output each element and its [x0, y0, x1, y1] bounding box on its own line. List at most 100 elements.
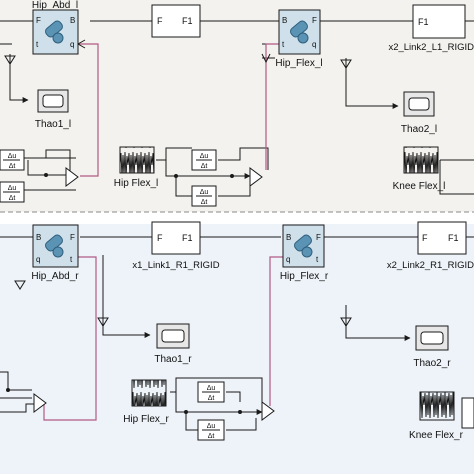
- bottom-link1-out: F1: [182, 233, 193, 243]
- top-mux-block-2[interactable]: [249, 167, 263, 187]
- top-hip-abd-torque-wire: [78, 43, 99, 177]
- bottom-mux-block-1[interactable]: [33, 393, 47, 413]
- top-scope-thao2[interactable]: Thao2_l: [401, 91, 437, 135]
- top-signal-knee-flex-label: Knee Flex_l: [393, 181, 446, 192]
- top-link2-block[interactable]: F1 x2_Link2_L1_RIGID: [388, 4, 474, 53]
- top-scope-thao2-label: Thao2_l: [401, 124, 437, 135]
- top-signal-hip-flex[interactable]: Hip Flex_l: [114, 146, 158, 189]
- top-derivative-block-2[interactable]: Δu Δt: [191, 185, 217, 207]
- top-hip-flex-t-in-port: [261, 53, 271, 64]
- bottom-hip-abd-port-t: t: [70, 255, 73, 264]
- revolute-joint-icon: [294, 234, 313, 258]
- bottom-hip-abd-port-b: B: [36, 233, 41, 242]
- top-branch-point: [174, 174, 178, 178]
- bottom-hip-flex-port-q: q: [286, 255, 290, 264]
- top-hip-abd-port-b: B: [70, 16, 75, 25]
- top-hip-abd-title: Hip_Abd_l: [32, 0, 78, 11]
- top-scope-thao1-label: Thao1_l: [35, 119, 71, 130]
- bottom-link2-label: x2_Link2_R1_RIGID: [387, 260, 474, 271]
- right-leg-subsystem-panel: [0, 224, 474, 474]
- bottom-wires: [0, 236, 474, 431]
- top-deriv2-num: Δu: [200, 189, 209, 196]
- top-hip-flex-label: Hip_Flex_l: [275, 58, 322, 69]
- top-deriv1-den: Δt: [201, 163, 208, 170]
- top-mux-block-1[interactable]: [65, 167, 79, 187]
- top-link2-in: F1: [418, 17, 429, 27]
- bottom-signal-knee-flex[interactable]: Knee Flex_r: [409, 391, 464, 441]
- top-scope-thao1[interactable]: Thao1_l: [35, 89, 71, 130]
- top-deriv2-den: Δt: [201, 199, 208, 206]
- bottom-thao1-in-port: [97, 317, 109, 327]
- top-deriv4-den: Δt: [9, 195, 16, 202]
- top-branch-point: [44, 173, 48, 177]
- top-hip-flex-port-b: B: [282, 16, 287, 25]
- bottom-scope-thao1-label: Thao1_r: [154, 354, 192, 365]
- bottom-hip-flex-joint-block[interactable]: B F q t Hip_Flex_r: [280, 224, 329, 282]
- bottom-hip-abd-q-out-port: [14, 280, 26, 290]
- top-hip-abd-q-out-port: [4, 55, 16, 65]
- bottom-hip-abd-port-q: q: [36, 255, 40, 264]
- revolute-joint-icon: [45, 234, 64, 258]
- bottom-hip-flex-label: Hip_Flex_r: [280, 271, 329, 282]
- top-hip-abd-port-t: t: [36, 40, 39, 49]
- bottom-link2-in: F: [422, 233, 428, 243]
- bottom-hip-abd-joint-block[interactable]: B F q t Hip_Abd_r: [31, 224, 79, 282]
- bottom-hip-abd-label: Hip_Abd_r: [31, 271, 79, 282]
- bottom-deriv2-den: Δt: [208, 433, 215, 440]
- bottom-hip-abd-torque-wire: [43, 256, 97, 421]
- revolute-joint-icon: [45, 20, 64, 44]
- bottom-scope-thao1[interactable]: Thao1_r: [154, 323, 192, 365]
- bottom-hip-abd-port-f: F: [70, 233, 75, 242]
- top-derivative-block-1[interactable]: Δu Δt: [191, 149, 217, 171]
- top-link2-label: x2_Link2_L1_RIGID: [388, 42, 474, 53]
- bottom-mux-block-2[interactable]: [261, 401, 275, 421]
- top-hip-flex-joint-block[interactable]: B F t q Hip_Flex_l: [275, 9, 323, 69]
- bottom-derivative-block-2[interactable]: Δu Δt: [197, 419, 225, 441]
- top-link1-block[interactable]: F F1: [151, 4, 201, 38]
- bottom-branch-point: [184, 410, 188, 414]
- top-derivative-block-left-1[interactable]: Δu Δt: [0, 149, 25, 171]
- bottom-signal-knee-flex-label: Knee Flex_r: [409, 430, 464, 441]
- bottom-hip-flex-port-b: B: [286, 233, 291, 242]
- bottom-link1-label: x1_Link1_R1_RIGID: [132, 260, 219, 271]
- top-hip-abd-joint-block[interactable]: Hip_Abd_l F B t q: [32, 0, 79, 55]
- top-branch-point: [230, 174, 234, 178]
- bottom-link2-out: F1: [448, 233, 459, 243]
- bottom-hip-flex-port-t: t: [316, 255, 319, 264]
- bottom-hip-flex-q-out-port: [340, 317, 352, 327]
- bottom-deriv1-den: Δt: [208, 395, 215, 402]
- top-hip-abd-port-f: F: [36, 16, 41, 25]
- bottom-deriv1-num: Δu: [207, 385, 216, 392]
- top-link1-out: F1: [182, 16, 193, 26]
- bottom-signal-hip-flex[interactable]: Hip Flex_r: [123, 379, 169, 425]
- top-hip-flex-q-out-port: [340, 59, 352, 69]
- bottom-signal-hip-flex-label: Hip Flex_r: [123, 414, 169, 425]
- bottom-link1-block[interactable]: F F1 x1_Link1_R1_RIGID: [132, 221, 220, 271]
- bottom-scope-thao2[interactable]: Thao2_r: [413, 325, 451, 369]
- top-deriv3-den: Δt: [9, 163, 16, 170]
- top-deriv3-num: Δu: [8, 153, 17, 160]
- top-hip-abd-port-q: q: [70, 40, 74, 49]
- top-derivative-block-left-2[interactable]: Δu Δt: [0, 181, 25, 203]
- bottom-branch-point: [238, 410, 242, 414]
- bottom-derivative-block-edge[interactable]: [461, 397, 474, 429]
- bottom-deriv2-num: Δu: [207, 423, 216, 430]
- bottom-hip-flex-torque-wire: [269, 256, 283, 406]
- bottom-derivative-block-1[interactable]: Δu Δt: [197, 381, 225, 403]
- bottom-scope-thao2-label: Thao2_r: [413, 358, 451, 369]
- top-hip-flex-port-t: t: [282, 40, 285, 49]
- revolute-joint-icon: [290, 20, 309, 44]
- top-hip-flex-port-f: F: [312, 16, 317, 25]
- top-signal-hip-flex-label: Hip Flex_l: [114, 178, 158, 189]
- top-link1-in: F: [157, 16, 163, 26]
- bottom-link1-in: F: [157, 233, 163, 243]
- bottom-link2-block[interactable]: F F1 x2_Link2_R1_RIGID: [387, 221, 474, 271]
- top-deriv4-num: Δu: [8, 185, 17, 192]
- bottom-hip-flex-port-f: F: [316, 233, 321, 242]
- top-signal-knee-flex[interactable]: Knee Flex_l: [393, 146, 446, 192]
- bottom-branch-point: [6, 388, 10, 392]
- top-hip-flex-port-q: q: [312, 40, 316, 49]
- top-hip-flex-torque-wire: [265, 43, 280, 170]
